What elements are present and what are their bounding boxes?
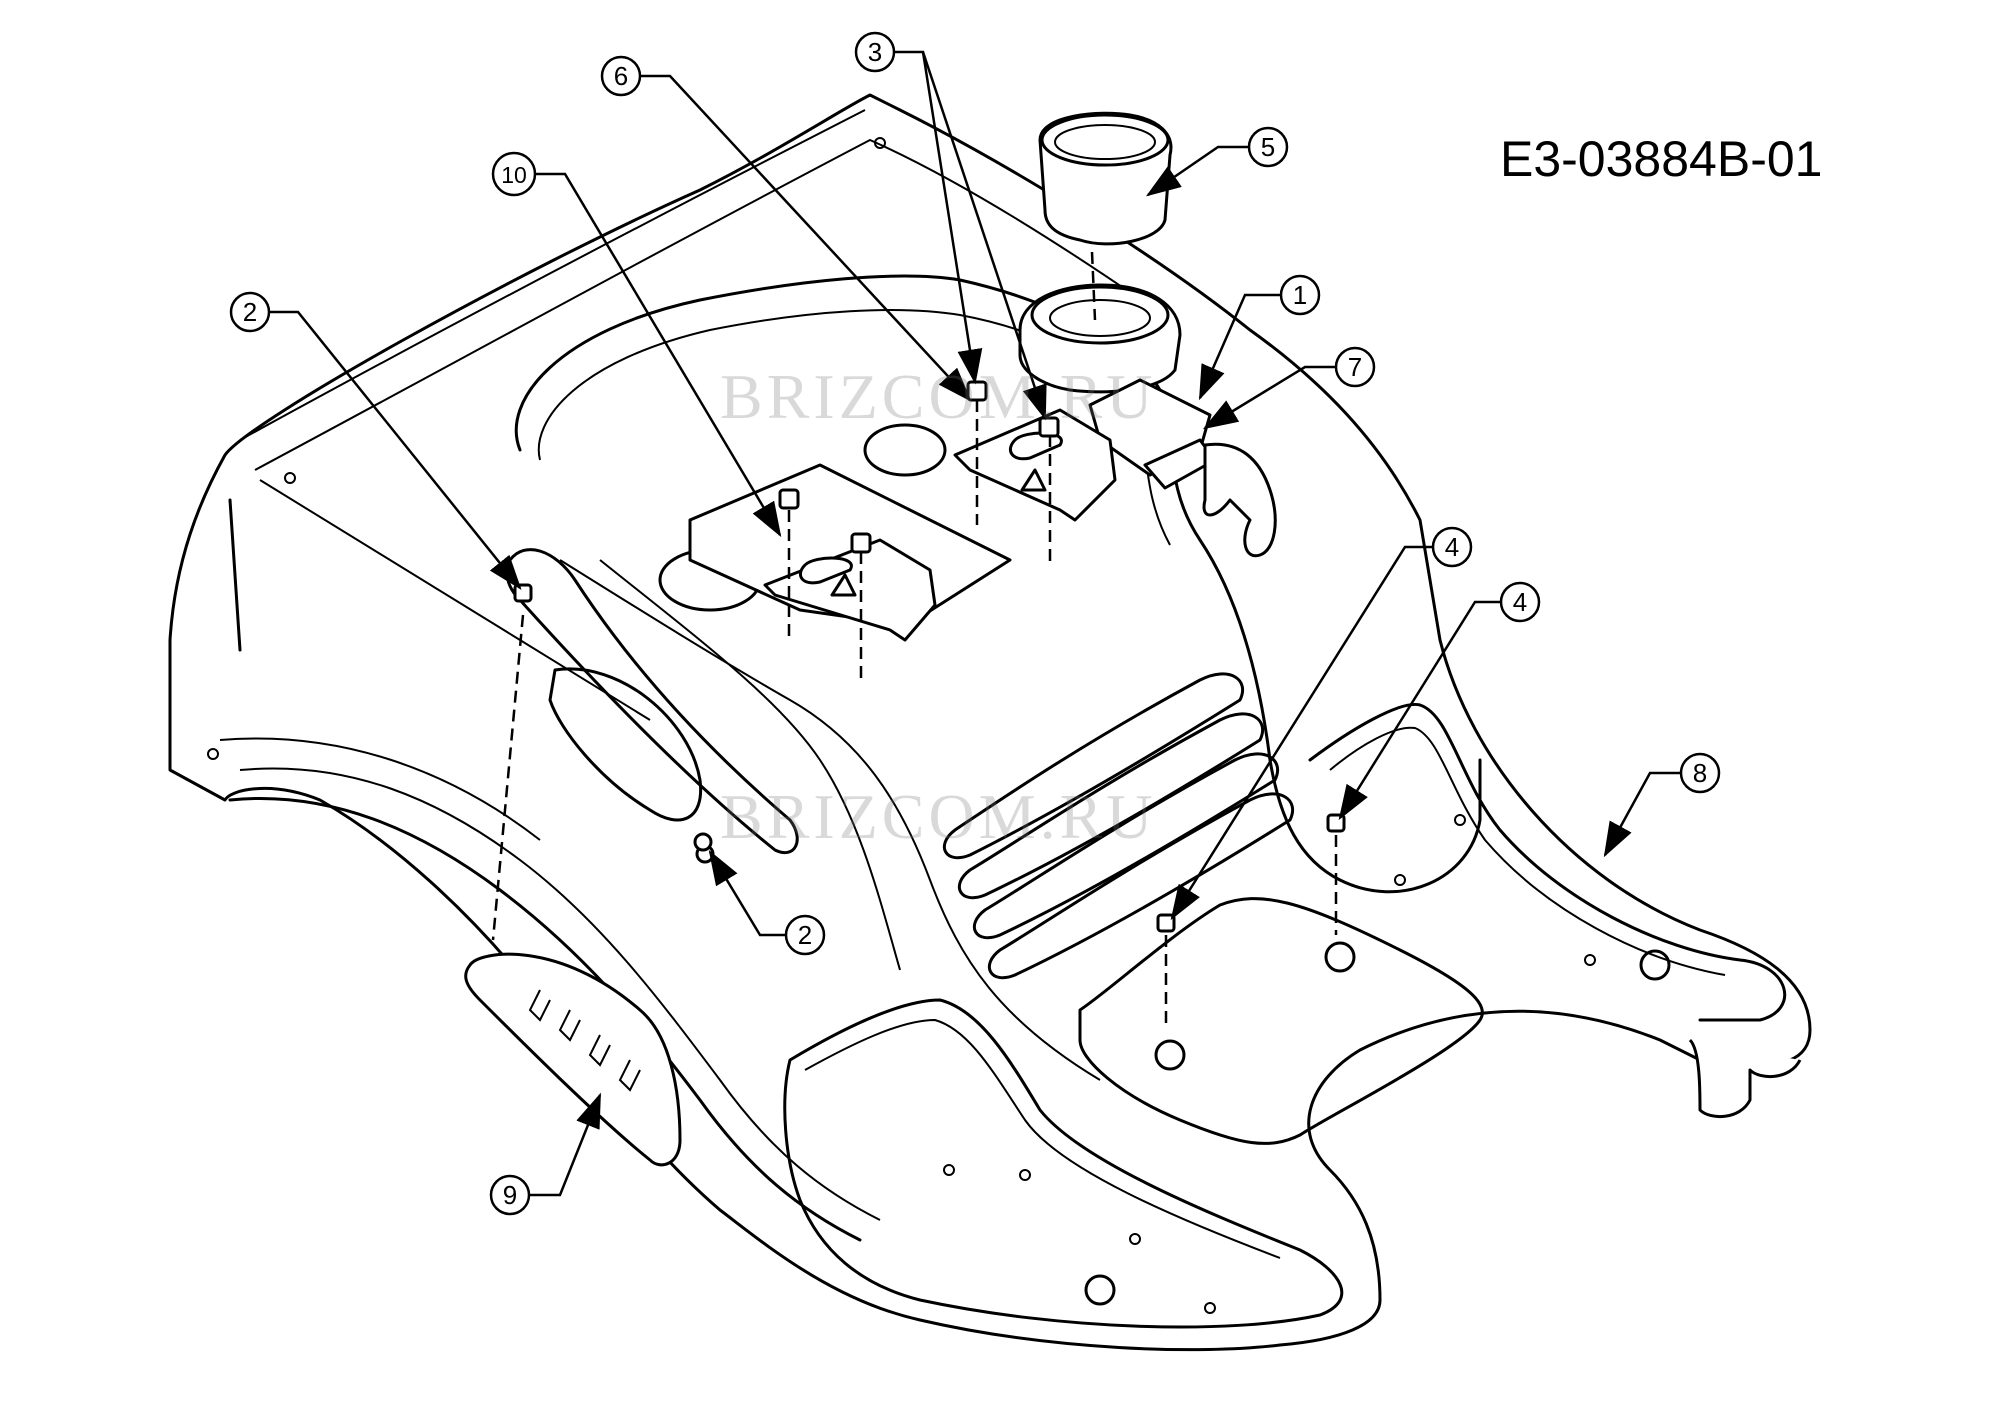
callout-2-lower: 2 <box>784 914 826 956</box>
callout-8-label: 8 <box>1693 758 1707 788</box>
body-shell <box>168 93 1812 1352</box>
callout-1-label: 1 <box>1293 280 1307 310</box>
callout-4-upper: 4 <box>1431 526 1473 568</box>
leader-lines <box>270 50 1680 1197</box>
callout-4-lower: 4 <box>1499 581 1541 623</box>
callout-9: 9 <box>489 1174 531 1216</box>
seat-bracket-upper <box>953 380 1117 522</box>
callout-10-label: 10 <box>501 162 527 188</box>
callout-10: 10 <box>491 151 537 197</box>
drawing-code: E3-03884B-01 <box>1500 131 1823 187</box>
callout-5: 5 <box>1247 126 1289 168</box>
callout-3-label: 3 <box>868 37 882 67</box>
callout-7-label: 7 <box>1348 352 1362 382</box>
vent-slots <box>942 672 1294 980</box>
callout-6: 6 <box>600 55 642 97</box>
callout-2-upper-label: 2 <box>243 297 257 327</box>
pins-part-2 <box>513 583 713 852</box>
callout-5-label: 5 <box>1261 132 1275 162</box>
side-plate-part-9 <box>464 952 682 1167</box>
callout-9-label: 9 <box>503 1180 517 1210</box>
callout-3: 3 <box>854 31 896 73</box>
filler-neck <box>1018 283 1182 394</box>
callout-8: 8 <box>1679 752 1721 794</box>
callout-1: 1 <box>1279 274 1321 316</box>
callout-6-label: 6 <box>614 61 628 91</box>
callout-2-lower-label: 2 <box>798 920 812 950</box>
screws-part-4 <box>1156 813 1346 933</box>
callout-2-upper: 2 <box>229 291 271 333</box>
tail-bumper-part-8 <box>1688 1038 1802 1119</box>
filler-cap-part-5 <box>1038 111 1173 246</box>
bracket-part-1-7 <box>1088 378 1277 558</box>
callout-7: 7 <box>1334 346 1376 388</box>
callout-4-lower-label: 4 <box>1513 587 1527 617</box>
callout-4-upper-label: 4 <box>1445 532 1459 562</box>
